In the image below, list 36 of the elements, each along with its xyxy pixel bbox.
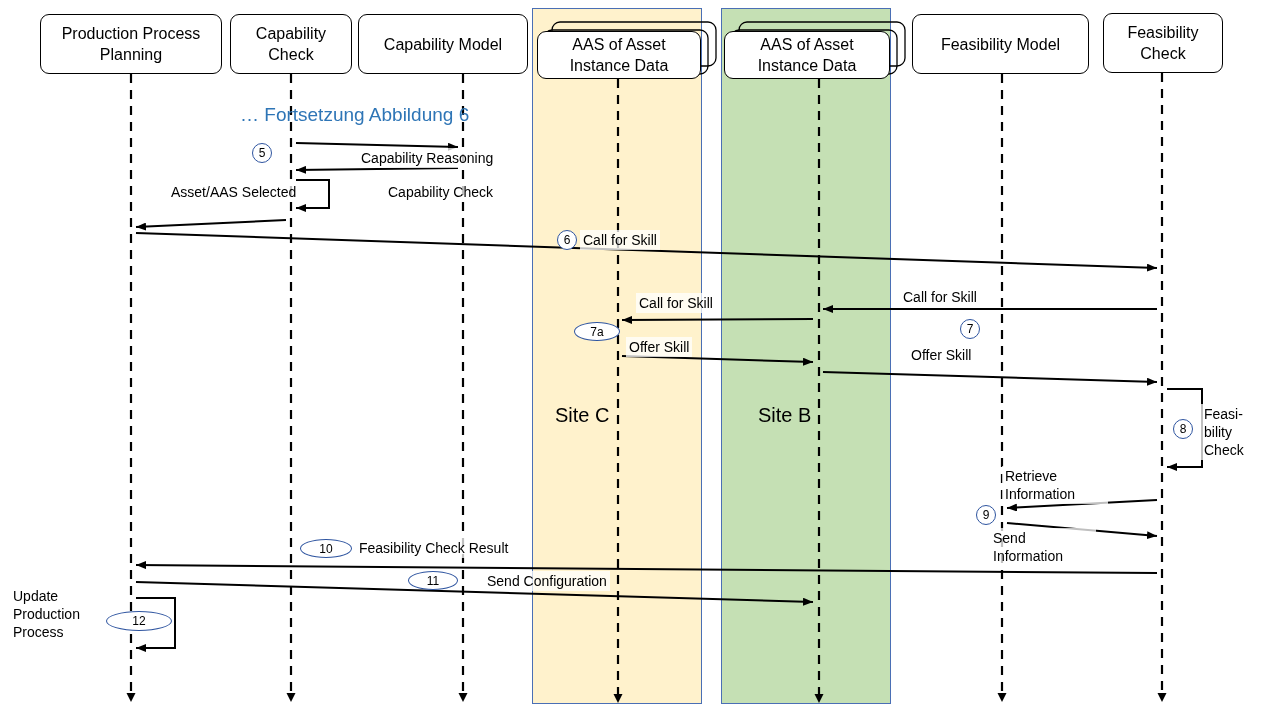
step-number: 7: [960, 319, 980, 339]
lifeline-header-box: AAS of Asset Instance Data: [724, 31, 890, 79]
step-number: 9: [976, 505, 996, 525]
message-label: Call for Skill: [580, 230, 660, 250]
lifeline-header-box: Capability Check: [230, 14, 352, 74]
message-arrow: [295, 165, 459, 174]
message-label: Send Configuration: [484, 571, 610, 591]
message-arrow: [822, 371, 1158, 386]
message-arrow: [621, 355, 814, 366]
lifeline-header-box: Capability Model: [358, 14, 528, 74]
step-number: 5: [252, 143, 272, 163]
message-arrow: [135, 597, 176, 652]
step-number: 11: [408, 571, 458, 590]
continuation-note: … Fortsetzung Abbildung 6: [240, 104, 470, 126]
site-label: Site B: [758, 404, 812, 427]
message-arrow: [1006, 499, 1158, 512]
message-arrow: [822, 305, 1158, 313]
lifeline-header-box: Feasibility Check: [1103, 13, 1223, 73]
lifeline-header-box: AAS of Asset Instance Data: [537, 31, 701, 79]
message-arrow: [135, 232, 1158, 272]
message-arrow: [135, 561, 1158, 574]
message-label: Offer Skill: [626, 337, 693, 357]
message-label: Retrieve Information: [1002, 466, 1108, 504]
site-band: [721, 8, 891, 704]
site-label: Site C: [555, 404, 610, 427]
message-arrow: [295, 179, 330, 212]
message-label: Send Information: [990, 528, 1096, 566]
message-arrow: [295, 142, 459, 151]
message-arrow: [135, 219, 287, 231]
lifeline-header-box: Production Process Planning: [40, 14, 222, 74]
message-arrow: [621, 315, 814, 324]
message-arrow: [135, 581, 814, 606]
step-number: 8: [1173, 419, 1193, 439]
step-number: 12: [106, 611, 172, 631]
lifeline-header-box: Feasibility Model: [912, 14, 1089, 74]
step-number: 10: [300, 539, 352, 558]
